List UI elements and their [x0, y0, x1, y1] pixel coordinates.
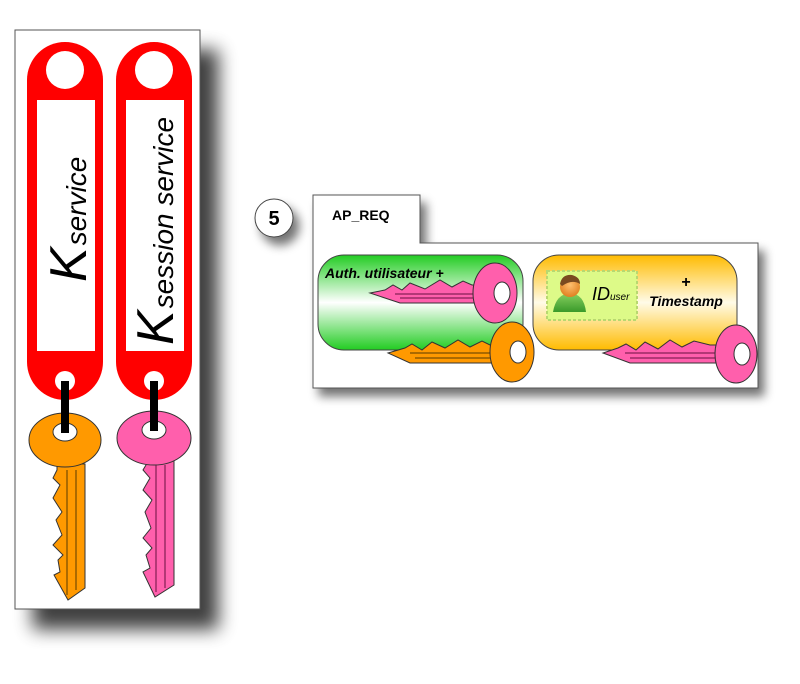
id-main: ID — [592, 284, 610, 304]
key-tag-service: Kservice — [27, 42, 103, 431]
key-ring-link-front — [61, 400, 69, 433]
key-ring-link-front — [150, 400, 158, 431]
message-tab-label: AP_REQ — [332, 207, 390, 223]
key-tag-session-service: Ksession service — [116, 42, 192, 431]
session-key-icon-encrypting-id — [601, 324, 758, 384]
session-key-icon-horizontal — [368, 262, 518, 324]
id-subscript: user — [610, 292, 630, 303]
key-symbol: K — [40, 245, 98, 282]
tag-label-area — [126, 100, 184, 351]
user-stamp: IDuser — [546, 270, 638, 321]
key-subscript: session service — [148, 117, 179, 308]
key-symbol: K — [127, 308, 185, 345]
key-subscript: service — [61, 157, 92, 246]
tag-top-hole — [135, 51, 173, 89]
timestamp-label: Timestamp — [649, 293, 723, 309]
step-number: 5 — [268, 208, 279, 230]
user-avatar-icon — [553, 274, 586, 312]
svg-text:Kservice: Kservice — [40, 157, 98, 282]
session-key-icon — [116, 410, 192, 598]
service-key-icon — [28, 412, 102, 601]
svg-text:Ksession service: Ksession service — [127, 117, 185, 345]
svg-text:IDuser: IDuser — [592, 284, 630, 304]
tag-top-hole — [46, 51, 84, 89]
step-badge — [254, 198, 294, 238]
plus-sign: + — [681, 274, 690, 291]
tag-label-area — [37, 100, 95, 351]
auth-label: Auth. utilisateur + — [324, 265, 444, 281]
service-key-icon-horizontal — [386, 321, 535, 383]
